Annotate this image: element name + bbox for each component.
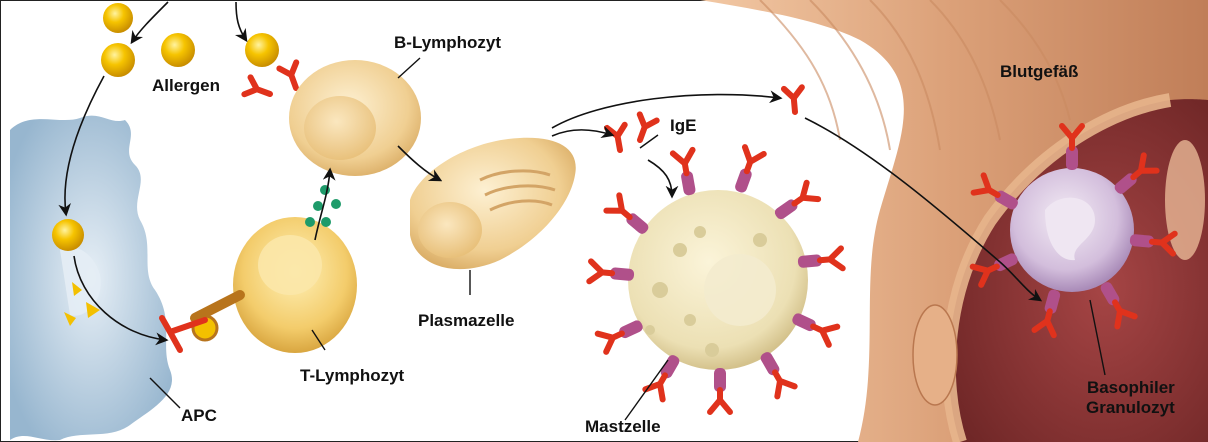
label-ige: IgE: [670, 116, 696, 136]
label-basophil-line2: Granulozyt: [1086, 398, 1175, 418]
label-b-lymphocyte: B-Lymphozyt: [394, 33, 501, 53]
label-mast-cell: Mastzelle: [585, 417, 661, 437]
label-allergen: Allergen: [152, 76, 220, 96]
endothelial-cell: [913, 305, 957, 405]
label-apc: APC: [181, 406, 217, 426]
label-basophil-line1: Basophiler: [1086, 378, 1175, 398]
label-blood-vessel: Blutgefäß: [1000, 62, 1078, 82]
b-lymphocyte-cell: [289, 60, 421, 176]
label-basophil: Basophiler Granulozyt: [1086, 378, 1175, 417]
label-t-lymphocyte: T-Lymphozyt: [300, 366, 404, 386]
t-lymphocyte-cell: [233, 217, 357, 353]
label-plasma-cell: Plasmazelle: [418, 311, 514, 331]
